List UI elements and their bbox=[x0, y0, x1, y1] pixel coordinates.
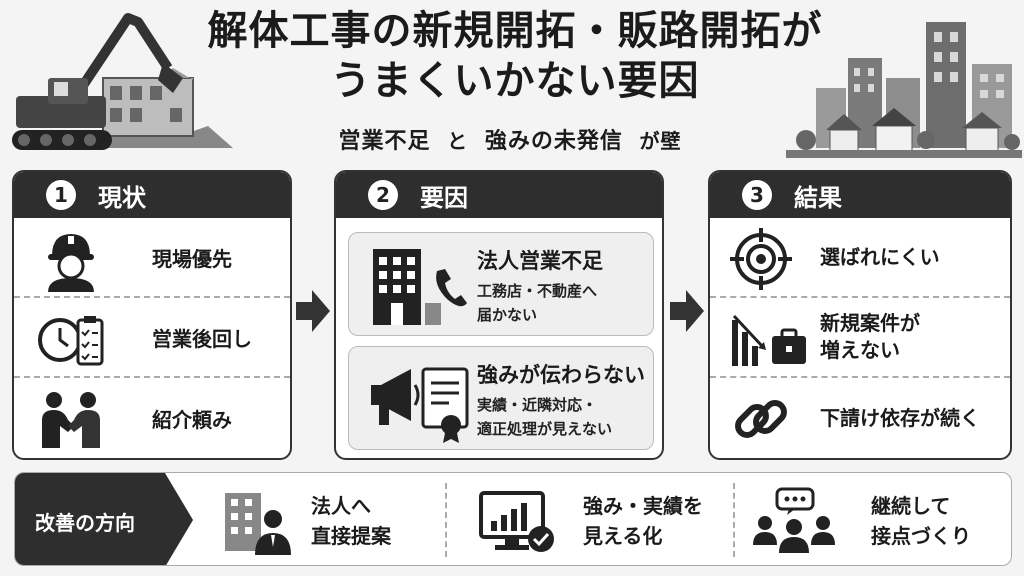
divider bbox=[445, 483, 447, 557]
cause-card: 強みが伝わらない 実績・近隣対応・ 適正処理が見えない bbox=[348, 346, 654, 450]
divider bbox=[733, 483, 735, 557]
list-item: 下請け依存が続く bbox=[710, 378, 1010, 458]
improvement-text-line: 直接提案 bbox=[311, 524, 391, 548]
target-icon bbox=[730, 228, 792, 290]
office-person-icon bbox=[225, 493, 291, 555]
improvement-text: 継続して 接点づくり bbox=[871, 491, 971, 551]
panel-number: 3 bbox=[742, 180, 772, 210]
card-title: 法人営業不足 bbox=[477, 249, 603, 273]
card-description-line: 工務店・不動産へ bbox=[477, 282, 598, 300]
card-description-line: 実績・近隣対応・ bbox=[477, 396, 598, 414]
panel-header: 1 現状 bbox=[14, 172, 290, 218]
improvement-item: 法人へ 直接提案 bbox=[215, 473, 445, 565]
improvement-item: 強み・実績を 見える化 bbox=[471, 473, 731, 565]
hardhat-worker-icon bbox=[48, 234, 94, 292]
title-line-2: うまくいかない要因 bbox=[330, 58, 700, 104]
list-item: 紹介頼み bbox=[14, 378, 290, 458]
arrow-right-icon bbox=[670, 290, 704, 332]
improvement-text: 強み・実績を 見える化 bbox=[583, 491, 703, 551]
subtitle-part-1: 営業不足 bbox=[338, 129, 431, 154]
title-line-1: 解体工事の新規開拓・販路開拓が bbox=[207, 8, 823, 54]
page-title: 解体工事の新規開拓・販路開拓が うまくいかない要因 bbox=[190, 6, 840, 106]
card-description-line: 届かない bbox=[477, 306, 538, 324]
monitor-chart-check-icon bbox=[479, 491, 554, 552]
panel-current-state: 1 現状 現場優先 営業後回し bbox=[12, 170, 292, 460]
card-description-line: 適正処理が見えない bbox=[477, 420, 613, 438]
card-title: 強みが伝わらない bbox=[477, 363, 645, 387]
building-phone-icon bbox=[373, 249, 467, 325]
panel-causes: 2 要因 法人営業不足 工務店・不動産へ 届かない bbox=[334, 170, 664, 460]
group-chat-icon bbox=[753, 487, 835, 553]
improvement-text-line: 強み・実績を bbox=[583, 494, 703, 518]
chain-link-icon bbox=[735, 400, 787, 438]
card-description: 工務店・不動産へ 届かない bbox=[477, 279, 597, 327]
row-label-line: 選ばれにくい bbox=[820, 244, 940, 269]
improvement-label: 改善の方向 bbox=[15, 473, 193, 565]
row-label-line: 下請け依存が続く bbox=[820, 405, 980, 430]
declining-chart-briefcase-icon bbox=[732, 314, 806, 366]
subtitle: 営業不足 と 強みの未発信 が壁 bbox=[260, 123, 760, 155]
panel-number: 2 bbox=[368, 180, 398, 210]
row-label: 下請け依存が続く bbox=[820, 405, 980, 432]
subtitle-and: と bbox=[447, 129, 469, 153]
row-label: 現場優先 bbox=[152, 246, 232, 271]
list-item: 営業後回し bbox=[14, 298, 290, 378]
panel-title: 現状 bbox=[98, 183, 146, 212]
row-label-line: 新規案件が bbox=[820, 311, 920, 335]
label-arrow-shape bbox=[15, 473, 193, 565]
improvement-label-text: 改善の方向 bbox=[35, 511, 135, 535]
megaphone-certificate-icon bbox=[371, 367, 469, 443]
panel-header: 2 要因 bbox=[336, 172, 662, 218]
panel-number: 1 bbox=[46, 180, 76, 210]
clock-checklist-icon bbox=[38, 316, 104, 366]
arrow-right-icon bbox=[296, 290, 330, 332]
list-item: 選ばれにくい bbox=[710, 218, 1010, 298]
row-label: 営業後回し bbox=[152, 326, 252, 351]
improvement-text-line: 接点づくり bbox=[871, 524, 971, 548]
city-skyline-illustration bbox=[786, 18, 1022, 158]
list-item: 現場優先 bbox=[14, 218, 290, 298]
improvement-bar: 改善の方向 法人へ 直接提案 bbox=[14, 472, 1012, 566]
row-label-line: 増えない bbox=[820, 338, 900, 362]
improvement-text-line: 法人へ bbox=[311, 494, 371, 518]
improvement-text: 法人へ 直接提案 bbox=[311, 491, 391, 551]
row-label: 選ばれにくい bbox=[820, 244, 940, 271]
panel-title: 要因 bbox=[420, 183, 468, 212]
row-label: 新規案件が 増えない bbox=[820, 310, 920, 364]
excavator-demolition-illustration bbox=[8, 8, 238, 158]
panel-results: 3 結果 選ばれにくい bbox=[708, 170, 1012, 460]
list-item: 新規案件が 増えない bbox=[710, 298, 1010, 378]
subtitle-end: が壁 bbox=[639, 129, 682, 153]
improvement-text-line: 継続して bbox=[871, 494, 951, 518]
handshake-icon bbox=[42, 392, 100, 448]
subtitle-part-2: 強みの未発信 bbox=[484, 129, 623, 154]
panel-title: 結果 bbox=[794, 183, 842, 212]
panel-header: 3 結果 bbox=[710, 172, 1010, 218]
card-description: 実績・近隣対応・ 適正処理が見えない bbox=[477, 393, 612, 441]
improvement-item: 継続して 接点づくり bbox=[747, 473, 1009, 565]
cause-card: 法人営業不足 工務店・不動産へ 届かない bbox=[348, 232, 654, 336]
row-label: 紹介頼み bbox=[152, 407, 232, 432]
improvement-text-line: 見える化 bbox=[583, 524, 663, 548]
